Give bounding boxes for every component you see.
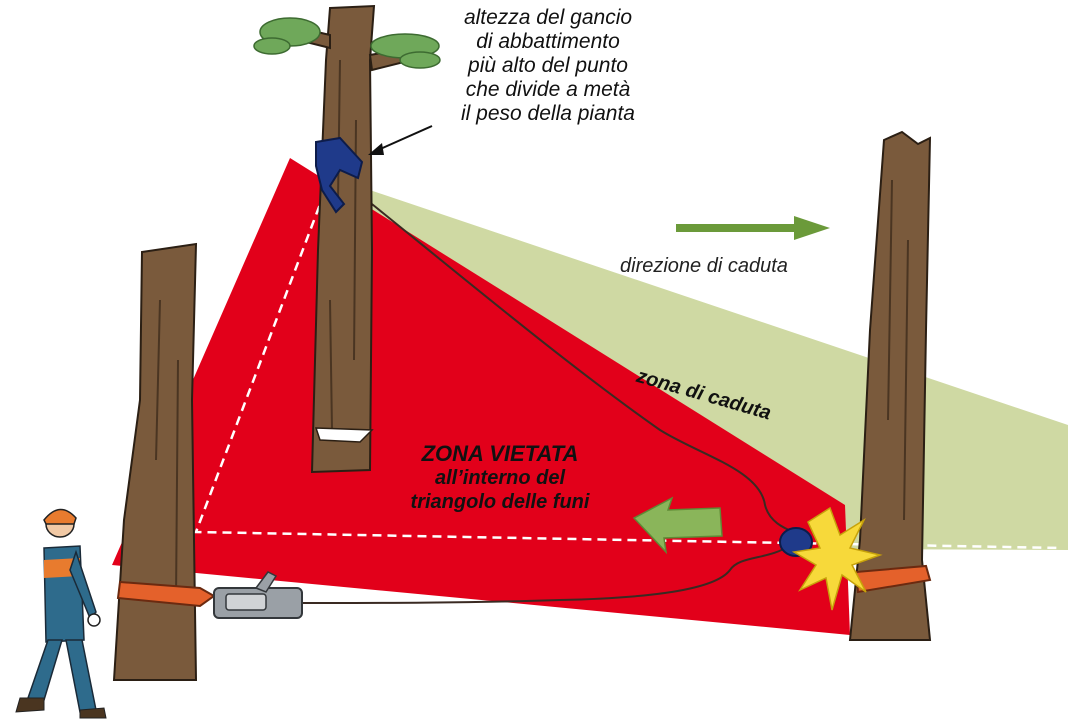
rope-break-flash [791,506,883,611]
anchor-tree-left [112,242,216,681]
hook-strap [315,136,364,214]
anchor-strap-left [116,580,216,608]
fall-direction-label: direzione di caduta [620,255,788,277]
forbidden-zone-label: ZONA VIETATA all’interno del triangolo d… [360,442,640,514]
hook-note-line: altezza del gancio [463,6,633,29]
hook-note-line: più alto del punto [468,54,628,77]
forbidden-zone-line: all’interno del [434,467,566,489]
forbidden-zone-line: triangolo delle funi [410,491,590,513]
foliage [253,17,441,69]
hook-note-line: che divide a metà [465,78,631,101]
hook-leader-arrow [368,125,433,155]
fall-direction-arrow [676,216,830,240]
ground-rope [299,544,791,604]
worker [15,508,107,719]
pulley [779,527,813,557]
forbidden-zone-title: ZONA VIETATA [421,441,579,466]
winch [213,571,303,619]
hook-note-line: di abbattimento [476,30,620,53]
anchor-tree-right [848,130,932,641]
pull-direction-arrow [632,496,723,555]
hook-height-note: altezza del gancio di abbattimento più a… [418,6,678,126]
hook-note-line: il peso della pianta [461,102,635,125]
felled-tree [253,4,441,474]
dashed-rope-lines [194,177,1061,550]
winch-rope [341,179,801,536]
